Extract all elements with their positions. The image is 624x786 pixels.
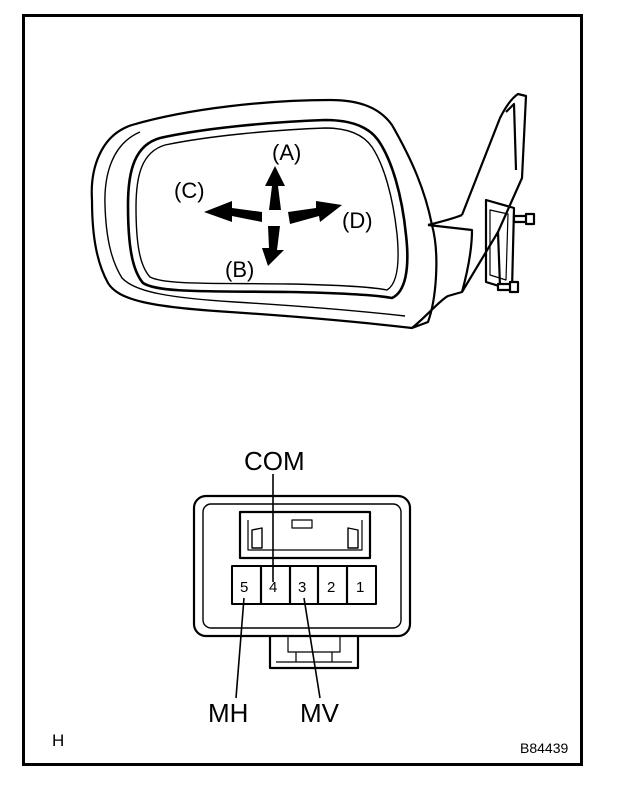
- mirror-glass: [135, 127, 399, 291]
- direction-label-b: (B): [225, 257, 254, 282]
- arrow-up: [265, 166, 285, 210]
- connector-lock: [238, 510, 372, 560]
- pin-number: 2: [327, 579, 335, 596]
- leader-mv: [303, 597, 321, 699]
- mirror-mount-arm: [460, 92, 528, 233]
- connector-body: [192, 494, 412, 638]
- pin-number: 5: [240, 579, 248, 596]
- figure-reference-code: B84439: [520, 740, 568, 756]
- connector-latch-tab: [268, 636, 360, 670]
- view-code: H: [52, 731, 64, 750]
- arrow-left: [204, 201, 262, 222]
- arrow-right: [288, 201, 342, 224]
- mirror-housing: [90, 98, 438, 330]
- arrow-down: [262, 226, 284, 266]
- connector-label-mv: MV: [300, 698, 340, 728]
- leader-lines: [235, 474, 321, 699]
- mirror-housing-lip: [104, 131, 406, 317]
- leader-mh: [235, 597, 245, 699]
- connector-label-mh: MH: [208, 698, 248, 728]
- connector-label-com: COM: [244, 446, 305, 476]
- pin-number: 3: [298, 579, 306, 596]
- figure-frame: [22, 14, 583, 766]
- adjust-arrows: [204, 166, 342, 266]
- mirror-neck: [411, 223, 474, 329]
- side-mirror: [90, 92, 536, 330]
- direction-label-c: (C): [174, 178, 205, 203]
- mirror-glass-edge: [126, 118, 409, 300]
- terminal-row: [231, 565, 377, 605]
- pin-number: 4: [269, 579, 277, 596]
- pin-number: 1: [356, 579, 364, 596]
- direction-label-d: (D): [342, 208, 373, 233]
- direction-label-a: (A): [272, 140, 301, 165]
